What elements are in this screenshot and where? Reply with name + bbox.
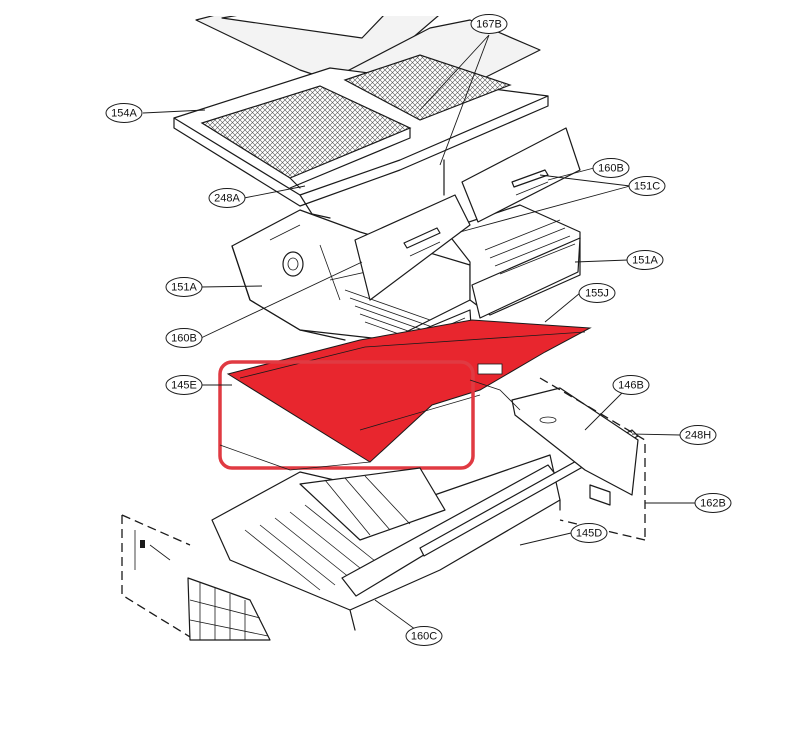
callout-155j: 155J	[578, 283, 616, 303]
callout-bubble	[570, 523, 608, 543]
callout-bubble	[105, 103, 143, 123]
callout-145d: 145D	[570, 523, 608, 543]
callout-text: 145E	[171, 380, 197, 392]
callout-248a: 248A	[208, 188, 246, 208]
callout-bubble	[694, 493, 732, 513]
callout-bubble	[165, 277, 203, 297]
selection-highlight-box	[218, 360, 475, 470]
drawer-cover-left	[354, 194, 471, 301]
callout-bubble	[405, 626, 443, 646]
crisper-drawer-right	[444, 204, 581, 319]
callout-text: 160B	[171, 333, 197, 345]
callout-text: 151A	[171, 282, 197, 294]
callout-bubble	[165, 375, 203, 395]
callout-154a: 154A	[105, 103, 143, 123]
callout-text: 160C	[411, 631, 437, 643]
callout-248h: 248H	[679, 425, 717, 445]
callout-text: 162B	[700, 498, 726, 510]
callout-text: 151C	[634, 181, 660, 193]
callout-bubble	[626, 250, 664, 270]
callout-146b: 146B	[612, 375, 650, 395]
callout-bubble	[612, 375, 650, 395]
callout-151a-left: 151A	[165, 277, 203, 297]
callout-160c: 160C	[405, 626, 443, 646]
callout-bubble	[578, 283, 616, 303]
callout-text: 145D	[576, 528, 602, 540]
callout-text: 167B	[476, 19, 502, 31]
callout-bubble	[679, 425, 717, 445]
callout-145e: 145E	[165, 375, 203, 395]
callout-151a-right: 151A	[626, 250, 664, 270]
callout-bubble	[470, 14, 508, 34]
callout-text: 160B	[598, 163, 624, 175]
bottom-pan-assembly	[211, 379, 639, 631]
callout-text: 155J	[585, 288, 609, 300]
callout-bubble	[208, 188, 246, 208]
callout-text: 248A	[214, 193, 240, 205]
callout-167b: 167B	[470, 14, 508, 34]
callout-162b: 162B	[694, 493, 732, 513]
callout-151c: 151C	[628, 176, 666, 196]
callout-text: 154A	[111, 108, 137, 120]
highlighted-crisper-cover	[226, 319, 592, 463]
left-side-frame	[121, 514, 271, 641]
drawer-cover-right	[461, 127, 581, 223]
top-shelf-assembly	[173, 16, 549, 219]
callout-160b-top: 160B	[592, 158, 630, 178]
callout-bubble	[628, 176, 666, 196]
callout-labels: 154A 167B 248A 160B 151C 151A 151A 160B 155J 145E…	[105, 14, 732, 646]
callout-text: 248H	[685, 430, 711, 442]
callout-bubble	[165, 328, 203, 348]
callout-text: 146B	[618, 380, 644, 392]
callout-bubble	[592, 158, 630, 178]
callout-text: 151A	[632, 255, 658, 267]
callout-160b-left: 160B	[165, 328, 203, 348]
